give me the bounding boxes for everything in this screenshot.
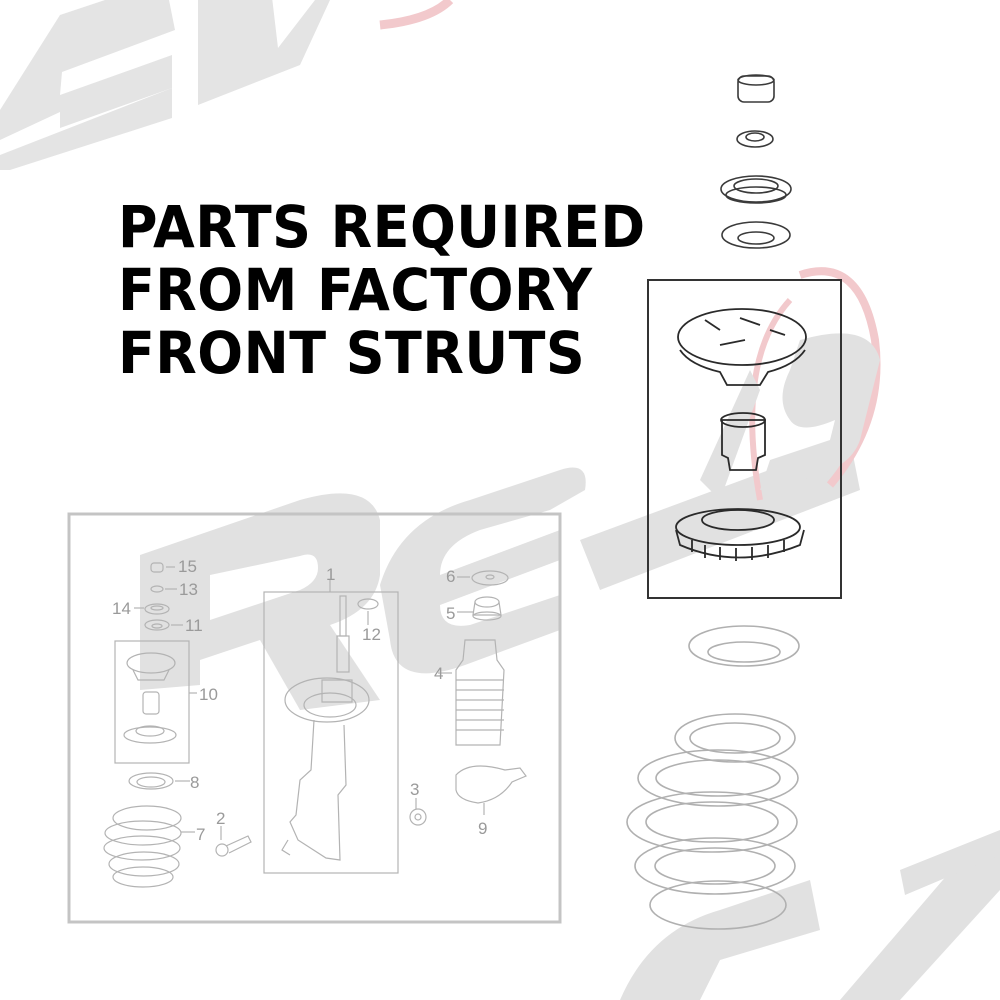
callout-10: 10 [199,685,218,704]
detail-coil-spring-icon [626,713,799,930]
part-5-bump-stop-icon [457,596,502,621]
callout-13: 13 [179,580,198,599]
part-11-seat-icon [144,619,183,631]
part-8-insulator-icon [128,772,190,790]
part-6-plate-icon [457,570,509,586]
watermark-accent-top [379,0,454,30]
part-9-spring-seat-icon [455,765,527,815]
part-14-bearing-icon [134,603,170,615]
detail-upper-seat-icon [721,221,791,249]
detail-spring-insulator-icon [688,625,800,667]
watermark-ev-top [0,0,330,170]
detail-washer-icon [736,130,774,148]
callout-3: 3 [410,780,419,799]
part-1-strut-assembly-icon [263,580,399,874]
watermark-ev-bottom [620,830,1000,1000]
callout-8: 8 [190,773,199,792]
watermark-9-logo [700,267,881,501]
overview-frame [67,512,562,924]
callout-6: 6 [446,567,455,586]
callout-7: 7 [196,825,205,844]
part-10-mount-kit-icon [114,640,197,764]
part-7-coil-spring-icon [103,805,195,888]
headline-line-1: PARTS REQUIRED [118,193,646,261]
part-12-bushing-icon [357,598,379,625]
part-15-cap-icon [150,562,175,573]
callout-4: 4 [434,664,443,683]
detail-strut-mount-icon [677,308,807,386]
callout-12: 12 [362,625,381,644]
detail-cap-icon [737,74,775,103]
callout-14: 14 [112,599,131,618]
part-3-nut-icon [409,798,427,826]
part-4-dust-boot-icon [438,639,505,746]
callout-1: 1 [326,565,335,584]
headline-line-3: FRONT STRUTS [118,319,586,387]
detail-bump-stop-icon [720,412,766,471]
watermark-re-middle [140,440,860,710]
callout-11: 11 [185,616,203,635]
part-2-bolt-icon [215,826,252,857]
detail-highlight-box [647,279,842,599]
detail-lower-seat-icon [675,508,805,561]
detail-bearing-ring-icon [720,175,792,204]
callout-2: 2 [216,809,225,828]
callout-9: 9 [478,819,487,838]
callout-5: 5 [446,604,455,623]
headline: PARTS REQUIRED FROM FACTORY FRONT STRUTS [118,196,646,385]
callout-15: 15 [178,557,197,576]
part-13-washer-icon [150,585,177,593]
headline-line-2: FROM FACTORY [118,256,593,324]
